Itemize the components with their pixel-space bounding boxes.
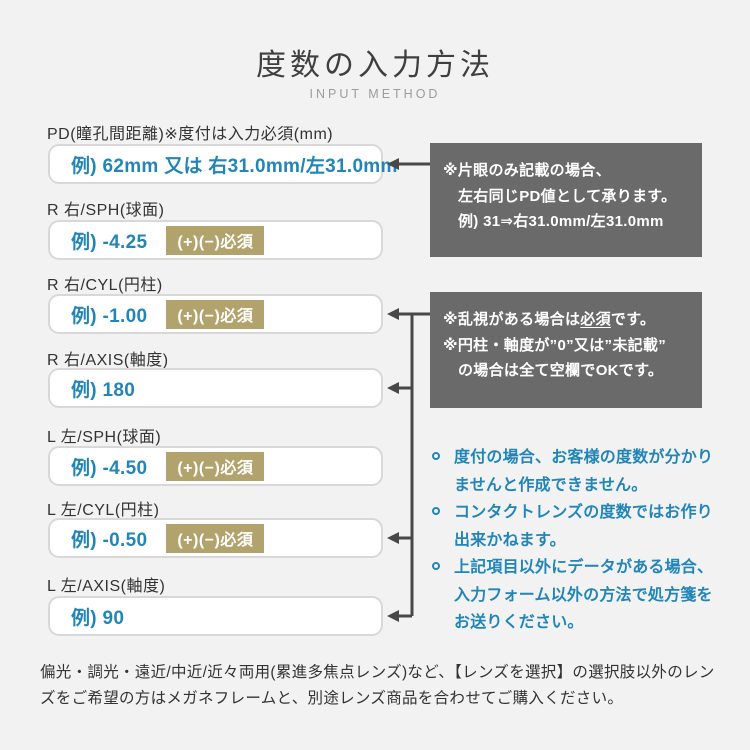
circle-bullet-icon (432, 452, 440, 460)
example-value-l-cyl: 例) -0.50 (71, 529, 148, 551)
pd-note-line-1: ※片眼のみ記載の場合、 (443, 162, 611, 179)
example-input-r-axis: 例) 180 (48, 368, 383, 408)
required-sign-badge: (+)(−)必須 (166, 299, 265, 329)
circle-bullet-icon (432, 562, 440, 570)
field-label-r-axis: R 右/AXIS(軸度) (47, 352, 169, 369)
pd-note-line-3: 例) 31⇒右31.0mm/左31.0mm (458, 213, 664, 230)
example-input-l-cyl: 例) -0.50 (+)(−)必須 (48, 518, 383, 558)
example-value-l-sph: 例) -4.50 (71, 457, 148, 479)
notice-item: コンタクトレンズの度数ではお作り出来かねます。 (431, 499, 727, 554)
example-input-r-sph: 例) -4.25 (+)(−)必須 (48, 220, 383, 260)
example-value-l-axis: 例) 90 (71, 607, 125, 629)
notice-item: 上記項目以外にデータがある場合、入力フォーム以外の方法で処方箋をお送りください。 (431, 554, 727, 637)
example-value-pd: 例) 62mm 又は 右31.0mm/左31.0mm (71, 155, 398, 177)
notice-bullet-list: 度付の場合、お客様の度数が分かりませんと作成できません。 コンタクトレンズの度数… (431, 444, 727, 637)
example-input-l-sph: 例) -4.50 (+)(−)必須 (48, 446, 383, 486)
arrowhead-l-cyl (387, 532, 399, 544)
notice-item: 度付の場合、お客様の度数が分かりませんと作成できません。 (431, 444, 727, 499)
required-sign-badge: (+)(−)必須 (166, 451, 265, 481)
notice-text: 上記項目以外にデータがある場合、入力フォーム以外の方法で処方箋をお送りください。 (454, 559, 714, 631)
notice-text: 度付の場合、お客様の度数が分かりませんと作成できません。 (454, 449, 714, 494)
cyl-note-line-3: の場合は全て空欄でOKです。 (458, 362, 664, 379)
field-label-l-axis: L 左/AXIS(軸度) (47, 578, 166, 595)
required-sign-badge: (+)(−)必須 (166, 225, 265, 255)
pd-note-callout: ※片眼のみ記載の場合、 左右同じPD値として承ります。 例) 31⇒右31.0m… (430, 143, 702, 257)
field-label-r-cyl: R 右/CYL(円柱) (47, 277, 163, 294)
arrowhead-l-axis (387, 610, 399, 622)
arrowhead-r-axis (387, 382, 399, 394)
lens-purchase-note: 偏光・調光・遠近/中近/近々両用(累進多焦点レンズ)など、【レンズを選択】の選択… (40, 664, 715, 708)
field-label-l-sph: L 左/SPH(球面) (47, 429, 162, 446)
notice-text: コンタクトレンズの度数ではお作り出来かねます。 (454, 504, 713, 549)
example-value-r-sph: 例) -4.25 (71, 231, 148, 253)
field-label-r-sph: R 右/SPH(球面) (47, 202, 165, 219)
page-title: 度数の入力方法 (256, 49, 494, 82)
field-label-l-cyl: L 左/CYL(円柱) (47, 502, 160, 519)
page-subtitle: INPUT METHOD (309, 87, 441, 101)
field-label-pd: PD(瞳孔間距離)※度付は入力必須(mm) (47, 126, 334, 143)
example-value-r-cyl: 例) -1.00 (71, 305, 148, 327)
arrowhead-r-cyl (387, 308, 399, 320)
example-input-r-cyl: 例) -1.00 (+)(−)必須 (48, 294, 383, 334)
example-value-r-axis: 例) 180 (71, 379, 136, 401)
cyl-axis-note-callout: ※乱視がある場合は必須です。 ※円柱・軸度が”0”又は”未記載” の場合は全て空… (430, 292, 702, 408)
circle-bullet-icon (432, 507, 440, 515)
cyl-note-line-2: ※円柱・軸度が”0”又は”未記載” (443, 336, 667, 354)
required-sign-badge: (+)(−)必須 (166, 523, 265, 553)
example-input-l-axis: 例) 90 (48, 596, 383, 636)
cyl-note-line-1: ※乱視がある場合は必須です。 (443, 311, 656, 328)
pd-note-line-2: 左右同じPD値として承ります。 (458, 187, 677, 205)
example-input-pd: 例) 62mm 又は 右31.0mm/左31.0mm (48, 144, 397, 184)
required-underlined-word: 必須 (580, 311, 611, 328)
